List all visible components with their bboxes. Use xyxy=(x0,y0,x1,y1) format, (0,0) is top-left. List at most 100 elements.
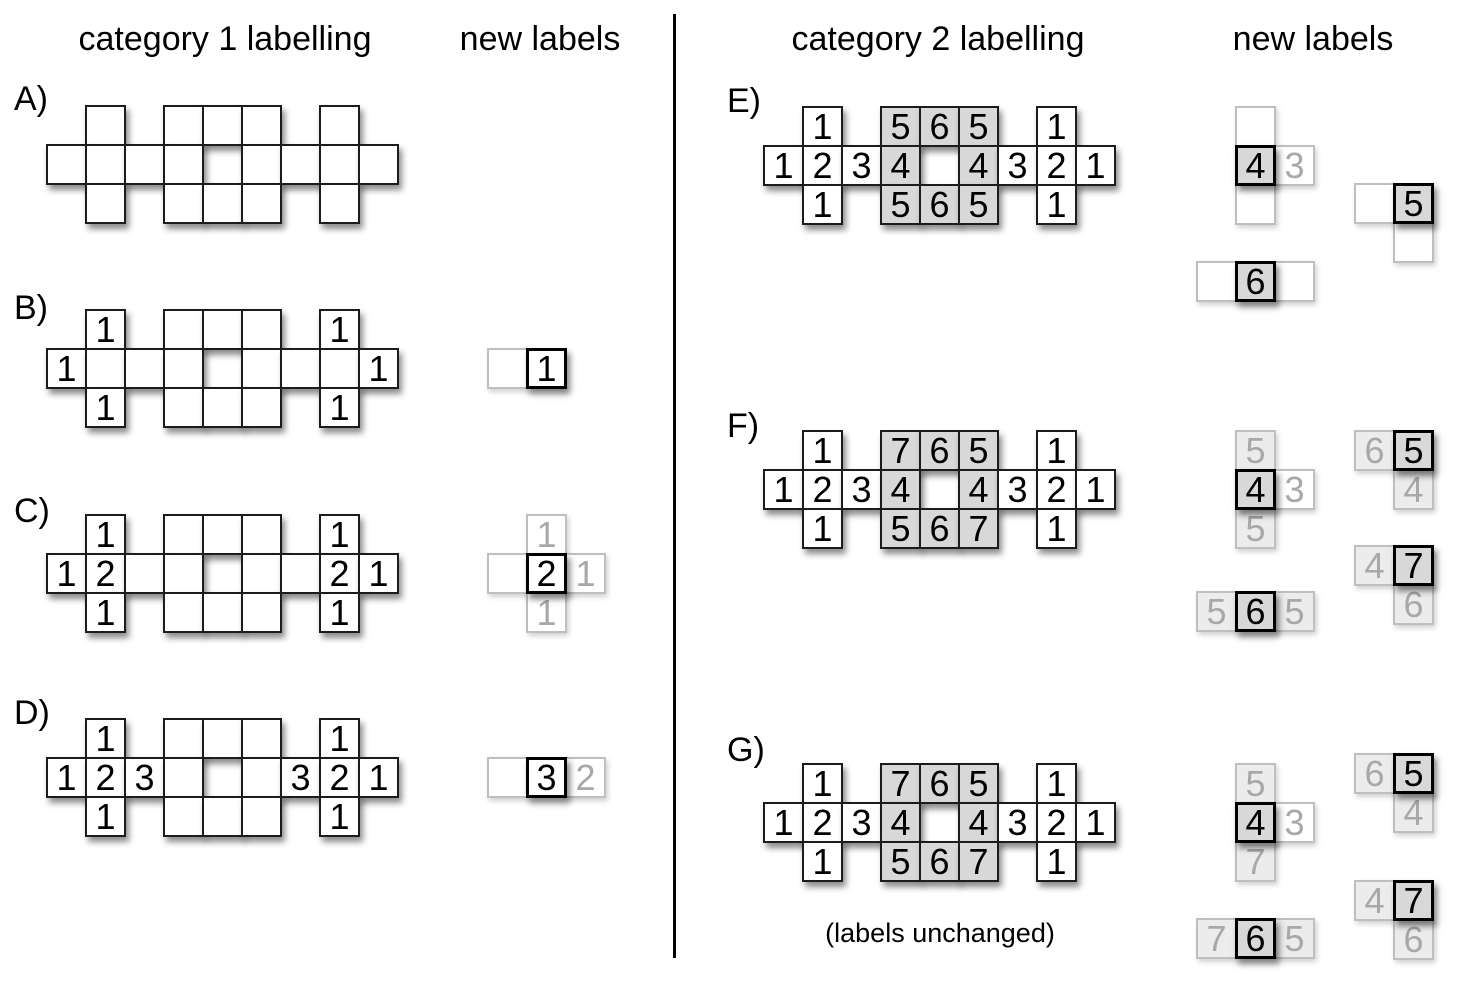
shape-cell: 1 xyxy=(802,841,843,882)
shape-cell: 2 xyxy=(1036,469,1077,510)
shape-cell: 1 xyxy=(802,430,843,471)
shape-cell: 1 xyxy=(319,387,360,428)
shape-cell-shaded: 7 xyxy=(958,841,999,882)
new-label-cell-empty xyxy=(1235,184,1276,225)
shape-cell xyxy=(241,309,282,350)
shape-cell-shaded: 4 xyxy=(958,145,999,186)
shape-cell: 1 xyxy=(802,184,843,225)
new-label-cell-faint: 6 xyxy=(1393,584,1434,625)
shape-cell xyxy=(241,105,282,146)
shape-cell: 1 xyxy=(85,718,126,759)
shape-cell xyxy=(241,144,282,185)
column-header-new-labels-1: new labels xyxy=(459,20,621,58)
new-label-cell-center: 4 xyxy=(1235,802,1276,843)
new-label-cell-empty xyxy=(487,757,528,798)
shape-cell: 2 xyxy=(319,757,360,798)
shape-cell xyxy=(358,144,399,185)
shape-cell-shaded: 7 xyxy=(880,763,921,804)
shape-cell xyxy=(202,796,243,837)
shape-cell-shaded: 5 xyxy=(880,508,921,549)
shape-cell xyxy=(202,718,243,759)
shape-cell xyxy=(319,144,360,185)
shape-cell xyxy=(241,183,282,224)
new-label-cell-faint: 1 xyxy=(526,592,567,633)
new-label-cell-faint: 6 xyxy=(1393,919,1434,960)
shape-cell: 1 xyxy=(46,553,87,594)
shape-cell: 3 xyxy=(997,145,1038,186)
new-label-cell-empty xyxy=(1274,261,1315,302)
shape-cell: 1 xyxy=(46,348,87,389)
shape-hole xyxy=(919,802,960,843)
new-label-cell-faint: 2 xyxy=(565,757,606,798)
shape-cell xyxy=(241,553,282,594)
shape-cell xyxy=(202,105,243,146)
shape-cell xyxy=(241,387,282,428)
new-label-cell-faint: 4 xyxy=(1354,880,1395,921)
shape-cell: 3 xyxy=(997,802,1038,843)
new-label-cell-center: 5 xyxy=(1393,183,1434,224)
column-header-category1: category 1 labelling xyxy=(78,20,372,58)
shape-cell xyxy=(280,553,321,594)
shape-cell-shaded: 4 xyxy=(958,802,999,843)
new-label-cell-empty xyxy=(487,553,528,594)
shape-cell-shaded: 6 xyxy=(919,841,960,882)
shape-cell-shaded: 7 xyxy=(880,430,921,471)
shape-cell xyxy=(163,105,204,146)
shape-cell-shaded: 7 xyxy=(958,508,999,549)
shape-cell: 1 xyxy=(1036,106,1077,147)
shape-hole xyxy=(202,144,243,185)
row-label-E: E) xyxy=(727,82,761,120)
new-label-cell-center: 3 xyxy=(526,757,567,798)
shape-cell: 1 xyxy=(85,309,126,350)
shape-cell: 1 xyxy=(319,514,360,555)
shape-cell-shaded: 4 xyxy=(880,469,921,510)
shape-cell: 1 xyxy=(1036,184,1077,225)
shape-cell: 1 xyxy=(319,718,360,759)
row-label-B: B) xyxy=(14,289,48,327)
shape-cell: 2 xyxy=(85,757,126,798)
shape-cell xyxy=(241,592,282,633)
new-label-cell-center: 4 xyxy=(1235,469,1276,510)
new-label-cell-faint: 4 xyxy=(1354,545,1395,586)
column-divider xyxy=(673,14,676,958)
new-label-cell-faint: 7 xyxy=(1235,841,1276,882)
shape-cell: 2 xyxy=(319,553,360,594)
new-label-cell-center: 5 xyxy=(1393,430,1434,471)
row-label-C: C) xyxy=(14,492,50,530)
shape-cell: 1 xyxy=(85,387,126,428)
shape-cell-shaded: 5 xyxy=(958,184,999,225)
row-label-G: G) xyxy=(727,731,765,769)
shape-cell: 1 xyxy=(1075,802,1116,843)
shape-cell: 3 xyxy=(997,469,1038,510)
shape-cell xyxy=(241,757,282,798)
shape-cell xyxy=(202,592,243,633)
shape-cell xyxy=(85,105,126,146)
shape-cell-shaded: 6 xyxy=(919,184,960,225)
shape-cell: 1 xyxy=(1075,469,1116,510)
shape-cell: 3 xyxy=(841,802,882,843)
shape-cell xyxy=(163,144,204,185)
shape-cell: 3 xyxy=(280,757,321,798)
shape-cell xyxy=(280,348,321,389)
shape-cell xyxy=(46,144,87,185)
shape-cell xyxy=(163,387,204,428)
shape-cell: 1 xyxy=(1036,508,1077,549)
shape-hole xyxy=(202,757,243,798)
shape-cell: 1 xyxy=(358,553,399,594)
shape-cell: 1 xyxy=(763,145,804,186)
shape-cell xyxy=(241,514,282,555)
shape-cell xyxy=(163,309,204,350)
shape-cell-shaded: 4 xyxy=(958,469,999,510)
shape-cell: 1 xyxy=(1036,841,1077,882)
shape-cell-shaded: 5 xyxy=(880,106,921,147)
shape-cell xyxy=(319,183,360,224)
new-label-cell-faint: 5 xyxy=(1235,430,1276,471)
new-label-cell-empty xyxy=(1393,222,1434,263)
shape-cell: 2 xyxy=(802,469,843,510)
shape-cell: 1 xyxy=(46,757,87,798)
shape-cell: 1 xyxy=(358,348,399,389)
shape-cell: 1 xyxy=(763,802,804,843)
shape-cell xyxy=(85,144,126,185)
shape-cell xyxy=(202,183,243,224)
